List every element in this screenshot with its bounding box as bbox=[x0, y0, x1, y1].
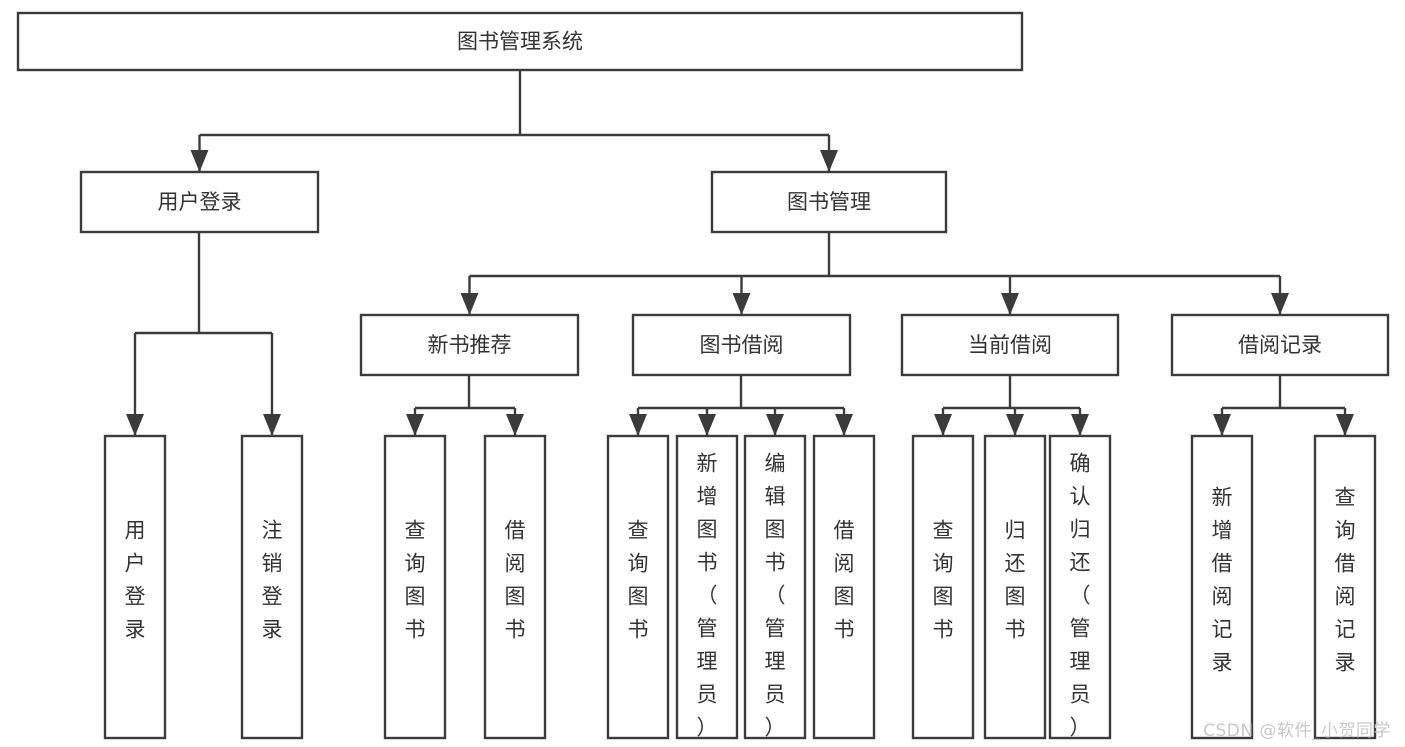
node-label-leaf-query-book-1: 查询图书 bbox=[405, 519, 426, 642]
node-box-leaf-query-book-3 bbox=[911, 434, 975, 740]
node-box-leaf-return-book bbox=[983, 434, 1047, 740]
node-leaf-query-record[interactable]: 查询借阅记录 bbox=[1313, 434, 1377, 740]
arrow-head-icon bbox=[1271, 293, 1289, 315]
arrow-head-icon bbox=[820, 150, 838, 172]
node-book-borrow[interactable]: 图书借阅 bbox=[631, 313, 852, 377]
node-label-root: 图书管理系统 bbox=[457, 30, 583, 54]
node-leaf-edit-book[interactable]: 编辑图书（管理员） bbox=[743, 434, 807, 740]
node-label-new-book-rec: 新书推荐 bbox=[428, 333, 512, 357]
edge-group-book-manage bbox=[460, 232, 1289, 315]
node-leaf-return-book[interactable]: 归还图书 bbox=[983, 434, 1047, 740]
node-box-borrow-record bbox=[1170, 313, 1390, 377]
node-box-leaf-query-book-1 bbox=[383, 434, 447, 740]
node-leaf-borrow-book-2[interactable]: 借阅图书 bbox=[812, 434, 876, 740]
arrow-head-icon bbox=[766, 414, 784, 436]
edge-group-borrow-record bbox=[1213, 375, 1354, 436]
node-leaf-user-logout[interactable]: 注销登录 bbox=[240, 434, 304, 740]
node-borrow-record[interactable]: 借阅记录 bbox=[1170, 313, 1390, 377]
node-box-leaf-borrow-book-1 bbox=[483, 434, 547, 740]
node-label-current-borrow: 当前借阅 bbox=[968, 333, 1052, 357]
arrow-head-icon bbox=[1213, 414, 1231, 436]
arrow-head-icon bbox=[406, 414, 424, 436]
node-new-book-rec[interactable]: 新书推荐 bbox=[359, 313, 580, 377]
node-leaf-query-book-1[interactable]: 查询图书 bbox=[383, 434, 447, 740]
node-label-leaf-user-logout: 注销登录 bbox=[262, 519, 283, 642]
node-label-leaf-confirm-return: 确认归还（管理员） bbox=[1070, 452, 1091, 740]
node-leaf-user-login[interactable]: 用户登录 bbox=[103, 434, 167, 740]
edge-group-new-book-rec bbox=[406, 375, 524, 436]
arrow-head-icon bbox=[732, 293, 751, 315]
edge-group-book-borrow bbox=[629, 375, 853, 436]
node-box-leaf-add-book bbox=[675, 434, 739, 740]
node-label-leaf-edit-book: 编辑图书（管理员） bbox=[765, 452, 786, 740]
node-root[interactable]: 图书管理系统 bbox=[16, 11, 1024, 72]
arrow-head-icon bbox=[1006, 414, 1024, 436]
node-layer: 图书管理系统用户登录图书管理新书推荐图书借阅当前借阅借阅记录用户登录注销登录查询… bbox=[16, 11, 1390, 740]
connector-layer bbox=[126, 70, 1354, 436]
node-box-leaf-query-record bbox=[1313, 434, 1377, 740]
node-label-leaf-add-record: 新增借阅记录 bbox=[1212, 486, 1233, 675]
node-label-book-borrow: 图书借阅 bbox=[700, 333, 784, 357]
csdn-watermark: CSDN @软件_小贺同学 bbox=[1203, 721, 1391, 741]
arrow-head-icon bbox=[698, 414, 716, 436]
node-box-leaf-user-login bbox=[103, 434, 167, 740]
node-label-leaf-borrow-book-2: 借阅图书 bbox=[834, 519, 855, 642]
node-label-leaf-return-book: 归还图书 bbox=[1005, 519, 1026, 642]
arrow-head-icon bbox=[460, 293, 479, 315]
arrow-head-icon bbox=[629, 414, 647, 436]
edge-group-root bbox=[190, 70, 838, 172]
node-box-leaf-borrow-book-2 bbox=[812, 434, 876, 740]
node-box-leaf-add-record bbox=[1190, 434, 1254, 740]
edge-group-user-login bbox=[126, 232, 281, 436]
arrow-head-icon bbox=[835, 414, 853, 436]
node-box-root bbox=[16, 11, 1024, 72]
node-label-leaf-query-book-3: 查询图书 bbox=[933, 519, 954, 642]
node-box-leaf-edit-book bbox=[743, 434, 807, 740]
node-label-leaf-add-book: 新增图书（管理员） bbox=[697, 452, 718, 740]
arrow-head-icon bbox=[934, 414, 952, 436]
arrow-head-icon bbox=[1001, 293, 1019, 315]
node-box-user-login bbox=[79, 170, 320, 234]
arrow-head-icon bbox=[190, 150, 209, 172]
arrow-head-icon bbox=[1071, 414, 1089, 436]
edge-group-current-borrow bbox=[934, 375, 1089, 436]
node-box-current-borrow bbox=[900, 313, 1120, 377]
arrow-head-icon bbox=[1336, 414, 1354, 436]
node-label-book-manage: 图书管理 bbox=[787, 190, 871, 214]
node-leaf-query-book-2[interactable]: 查询图书 bbox=[606, 434, 670, 740]
node-label-user-login: 用户登录 bbox=[158, 190, 242, 214]
node-leaf-add-book[interactable]: 新增图书（管理员） bbox=[675, 434, 739, 740]
node-leaf-add-record[interactable]: 新增借阅记录 bbox=[1190, 434, 1254, 740]
node-box-new-book-rec bbox=[359, 313, 580, 377]
node-box-book-manage bbox=[710, 170, 948, 234]
node-book-manage[interactable]: 图书管理 bbox=[710, 170, 948, 234]
node-leaf-query-book-3[interactable]: 查询图书 bbox=[911, 434, 975, 740]
node-label-leaf-query-record: 查询借阅记录 bbox=[1335, 486, 1356, 675]
node-box-book-borrow bbox=[631, 313, 852, 377]
arrow-head-icon bbox=[506, 414, 524, 436]
node-box-leaf-query-book-2 bbox=[606, 434, 670, 740]
node-leaf-confirm-return[interactable]: 确认归还（管理员） bbox=[1048, 434, 1112, 740]
node-label-leaf-borrow-book-1: 借阅图书 bbox=[505, 519, 526, 642]
node-user-login[interactable]: 用户登录 bbox=[79, 170, 320, 234]
node-current-borrow[interactable]: 当前借阅 bbox=[900, 313, 1120, 377]
arrow-head-icon bbox=[263, 414, 281, 436]
node-leaf-borrow-book-1[interactable]: 借阅图书 bbox=[483, 434, 547, 740]
node-label-leaf-user-login: 用户登录 bbox=[125, 519, 146, 642]
node-box-leaf-confirm-return bbox=[1048, 434, 1112, 740]
arrow-head-icon bbox=[126, 414, 144, 436]
node-label-leaf-query-book-2: 查询图书 bbox=[628, 519, 649, 642]
node-box-leaf-user-logout bbox=[240, 434, 304, 740]
node-label-borrow-record: 借阅记录 bbox=[1238, 333, 1322, 357]
